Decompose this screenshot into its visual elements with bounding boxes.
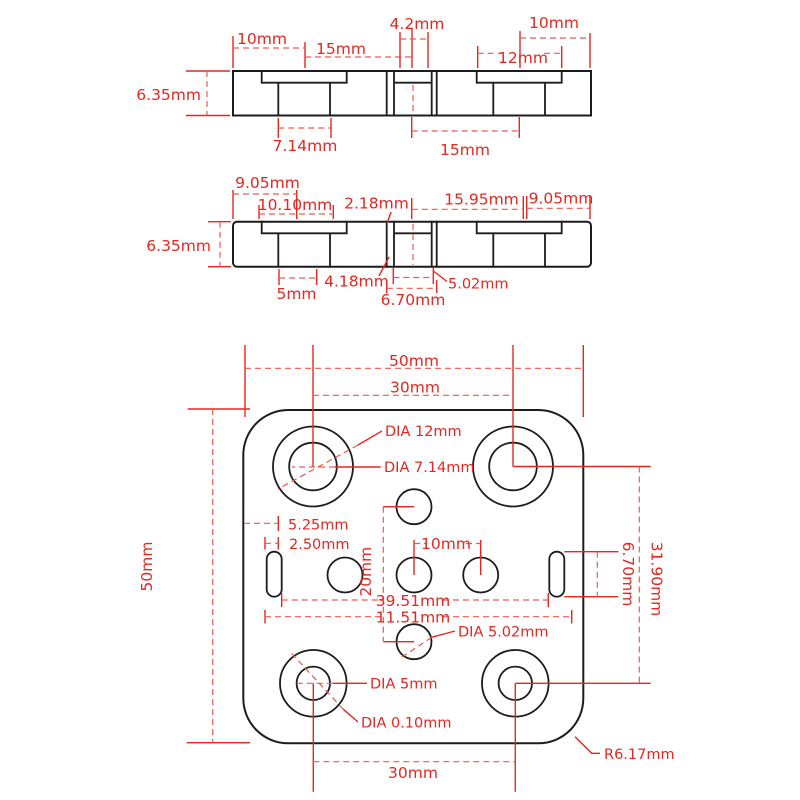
- dim-p2-counterbore-width: 10.10mm: [258, 196, 334, 219]
- dim-p2-slot-outer-width: 6.70mm: [381, 280, 446, 309]
- dim-label: 50mm: [138, 542, 156, 592]
- left-slot: [265, 550, 283, 598]
- dim-label: 15mm: [316, 40, 366, 58]
- dim-label: DIA 5mm: [370, 677, 437, 693]
- profile1-center-slot: [385, 70, 438, 117]
- dim-p2-slot-depth: 4.18mm: [324, 256, 390, 291]
- dim-plate-slot-offset: 5.25mm: [244, 516, 349, 534]
- dim-plate-bottom-counterbore-dia: DIA 0.10mm: [289, 651, 452, 732]
- dim-label: 5.25mm: [288, 518, 349, 534]
- dim-p1-left-offset: 10mm: [232, 30, 306, 68]
- dim-plate-top-hole-pitch: 30mm: [312, 345, 514, 467]
- dim-label: 15mm: [440, 141, 490, 159]
- dim-p2-lip-thickness: 2.18mm: [344, 195, 409, 224]
- dim-p2-right-pitch: 15.95mm: [411, 191, 524, 219]
- dim-label: R6.17mm: [604, 747, 675, 763]
- dim-label: 39.51mm: [376, 592, 451, 610]
- dim-label: 11.51mm: [376, 609, 451, 627]
- dim-p2-right-edge-offset: 9.05mm: [526, 190, 594, 219]
- dim-plate-slot-height: 6.70mm: [564, 542, 637, 607]
- dim-label: 20mm: [357, 547, 375, 597]
- dim-plate-bottom-hole-pitch: 30mm: [312, 683, 516, 792]
- dim-p1-thickness: 6.35mm: [136, 70, 230, 117]
- dim-label: 6.70mm: [381, 291, 446, 309]
- profile-top-view: 10mm 15mm 4.2mm 10mm 12mm 6.35mm: [136, 14, 592, 159]
- profile1-outline: [232, 70, 592, 117]
- dim-plate-center-hole-pitch: 20mm: [357, 506, 414, 643]
- dim-plate-bottom-hole-dia: DIA 5mm: [295, 677, 437, 693]
- dim-label: DIA 5.02mm: [458, 625, 549, 641]
- dim-label: 15.95mm: [444, 191, 519, 209]
- dim-label: 5mm: [276, 285, 316, 303]
- dim-plate-counterbore-dia: DIA 12mm: [277, 424, 462, 490]
- plate-front-view: 50mm 30mm 50mm DIA 12mm DIA 7.14mm 5.25m…: [138, 345, 675, 792]
- dim-label: DIA 0.10mm: [361, 716, 452, 732]
- profile-middle-view: 9.05mm 10.10mm 2.18mm 15.95mm 9.05mm 6.3…: [146, 174, 593, 309]
- dim-p2-left-edge-offset: 9.05mm: [232, 174, 300, 219]
- dim-label: 7.14mm: [273, 137, 338, 155]
- dim-plate-center-hole-dia: DIA 5.02mm: [399, 625, 549, 659]
- dim-p2-thickness: 6.35mm: [146, 221, 231, 268]
- dim-plate-slot-width: 2.50mm: [264, 537, 350, 553]
- dim-label: 10.10mm: [258, 196, 333, 214]
- dim-p1-left-pitch: 15mm: [305, 28, 413, 68]
- dim-p2-slot-inner-width: 5.02mm: [392, 268, 509, 293]
- dim-p1-right-offset: 10mm: [519, 14, 591, 68]
- dim-p1-through-hole: 7.14mm: [273, 118, 338, 155]
- dim-label: 6.35mm: [146, 237, 211, 255]
- middle-left-hole: [326, 556, 364, 594]
- dim-label: 30mm: [390, 379, 440, 397]
- dim-label: 10mm: [421, 535, 471, 553]
- dim-label: 6.35mm: [136, 86, 201, 104]
- dim-label: 31.90mm: [648, 542, 666, 617]
- dim-label: 50mm: [389, 352, 439, 370]
- dim-label: 4.18mm: [324, 273, 389, 291]
- dim-p1-slot-width: 4.2mm: [390, 15, 445, 68]
- dim-plate-overall-height: 50mm: [138, 408, 250, 744]
- dim-p2-through-hole: 5mm: [276, 269, 318, 303]
- right-slot: [548, 550, 566, 598]
- plate-outline: [242, 409, 585, 745]
- dim-plate-slot-span-outer: 11.51mm: [264, 609, 573, 627]
- dim-p1-counterbore-width: 12mm: [477, 46, 563, 68]
- dim-p1-right-pitch: 15mm: [411, 117, 520, 159]
- dim-label: 30mm: [388, 764, 438, 782]
- dim-label: 10mm: [237, 30, 287, 48]
- dim-label: 9.05mm: [235, 174, 300, 192]
- dim-label: 12mm: [498, 49, 548, 67]
- profile1-right-counterbore: [475, 70, 563, 117]
- profile2-center-slot: [385, 220, 438, 268]
- profile1-left-counterbore: [260, 70, 348, 117]
- dim-plate-right-hole-pitch: 31.90mm: [513, 465, 666, 684]
- dim-label: 10mm: [529, 14, 579, 32]
- profile2-outline: [232, 220, 592, 268]
- dim-label: 9.05mm: [529, 190, 594, 208]
- dim-plate-slot-span-inner: 39.51mm: [281, 592, 549, 610]
- dim-plate-through-dia: DIA 7.14mm: [292, 460, 475, 476]
- dim-label: 2.50mm: [289, 537, 350, 553]
- dim-label: 2.18mm: [344, 195, 409, 213]
- dim-plate-small-hole-pitch: 10mm: [413, 535, 482, 575]
- dim-label: DIA 12mm: [385, 424, 462, 440]
- profile2-left-counterbore: [260, 220, 348, 268]
- dim-label: 5.02mm: [448, 277, 509, 293]
- dim-label: DIA 7.14mm: [384, 460, 475, 476]
- profile2-right-counterbore: [475, 220, 563, 268]
- dim-label: 6.70mm: [619, 542, 637, 607]
- dim-plate-corner-radius: R6.17mm: [574, 736, 675, 763]
- dim-plate-overall-width: 50mm: [244, 345, 584, 417]
- dim-label: 4.2mm: [390, 15, 445, 33]
